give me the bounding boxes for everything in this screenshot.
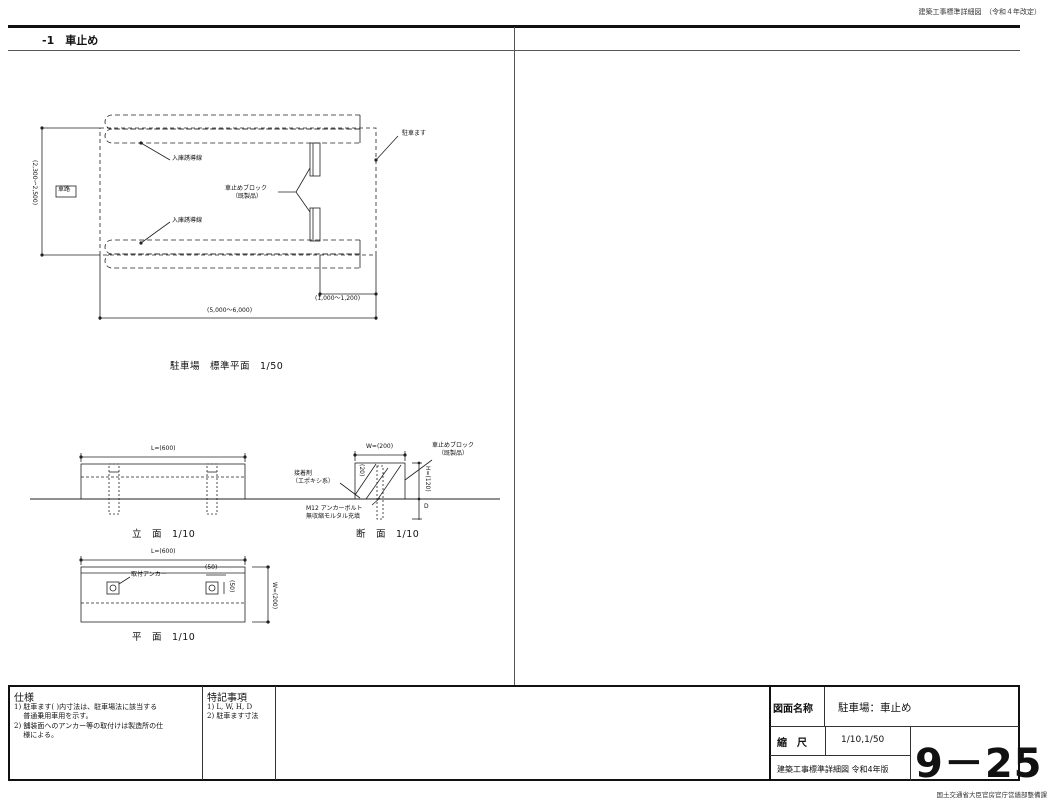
center-divider xyxy=(514,27,515,685)
anchor-bolt-sublabel: 無収縮モルタル充填 xyxy=(306,513,361,520)
special-heading: 特記事項 xyxy=(207,693,247,704)
wheel-stop-label: 車止めブロック xyxy=(225,185,268,192)
wheel-stop-sublabel: （既製品） xyxy=(232,193,263,200)
adhesive-sublabel: （エポキシ系） xyxy=(292,478,335,485)
section-dim-depth: D xyxy=(424,503,429,510)
drawing-canvas xyxy=(30,114,500,624)
issuer-footer: 国土交通省大臣官房官庁営繕部整備課 xyxy=(936,791,1048,799)
section-block-label: 車止めブロック xyxy=(432,442,475,449)
scale-value: 1/10,1/50 xyxy=(841,735,885,745)
parking-space-label: 駐車ます xyxy=(402,130,427,137)
series-label: 建築工事標準詳細図 令和4年版 xyxy=(777,765,889,774)
wheel-stop-lower xyxy=(309,207,321,242)
section-dim-width: W=(200) xyxy=(366,443,394,450)
adhesive-label: 接着剤 xyxy=(294,470,313,477)
spec-item-1b: 普通乗用車用を示す。 xyxy=(14,712,93,720)
plan-small-caption: 平 面 1/10 xyxy=(132,632,196,643)
wheel-stop-upper xyxy=(309,142,321,177)
dim-offset: (1,000～1,200) xyxy=(315,295,361,302)
plan-block xyxy=(80,566,246,623)
plan-small-dim-width: W=(200) xyxy=(270,582,278,610)
section-dim-height: H=(120) xyxy=(423,466,431,492)
section-block xyxy=(354,462,406,500)
top-border xyxy=(8,25,1020,28)
special-item-2: 2) 駐車ます寸法 xyxy=(207,712,259,720)
drawing-name-label: 図面名称 xyxy=(773,704,813,715)
elevation-dim-length: L=(600) xyxy=(151,445,176,452)
plan-small-dim-hole-v: (50) xyxy=(227,580,235,593)
anchor-bolt-label: M12 アンカーボルト xyxy=(306,505,363,512)
parking-space-outline xyxy=(99,127,377,256)
spec-heading: 仕様 xyxy=(14,693,34,704)
title-underline xyxy=(8,50,1020,51)
section-title: -1 車止め xyxy=(42,34,99,47)
special-item-1: 1) L, W, H, D xyxy=(207,703,253,711)
dim-width: (2,300～2,500) xyxy=(30,160,38,206)
section-caption: 断 面 1/10 xyxy=(356,529,420,540)
standard-name: 建築工事標準詳細図 （令和４年改定） xyxy=(918,8,1042,16)
spec-item-2: 2) 舗装面へのアンカー等の取付けは製造所の仕 xyxy=(14,722,164,730)
dim-length: (5,000～6,000) xyxy=(207,307,253,314)
plan-caption: 駐車場 標準平面 1/50 xyxy=(170,361,284,372)
road-label: 車路 xyxy=(58,186,71,193)
guide-line-label-lower: 入庫誘導線 xyxy=(172,217,203,224)
spec-item-2b: 様による。 xyxy=(14,731,59,739)
anchor-label: 取付アンカー xyxy=(131,571,167,578)
plan-small-dim-hole: (50) xyxy=(205,564,218,571)
plan-small-dim-length: L=(600) xyxy=(151,548,176,555)
elevation-block xyxy=(80,463,246,500)
bottom-table xyxy=(8,685,1020,781)
sheet-number: 9－25 xyxy=(915,741,1043,787)
scale-label: 縮 尺 xyxy=(777,738,807,749)
guide-line-label-upper: 入庫誘導線 xyxy=(172,155,203,162)
section-dim-chamfer: (20) xyxy=(357,464,365,477)
drawing-name-value: 駐車場：車止め xyxy=(838,702,912,714)
section-block-sublabel: （既製品） xyxy=(438,450,469,457)
elevation-caption: 立 面 1/10 xyxy=(132,529,196,540)
spec-item-1: 1) 駐車ます( )内寸法は、駐車場法に該当する xyxy=(14,703,158,711)
